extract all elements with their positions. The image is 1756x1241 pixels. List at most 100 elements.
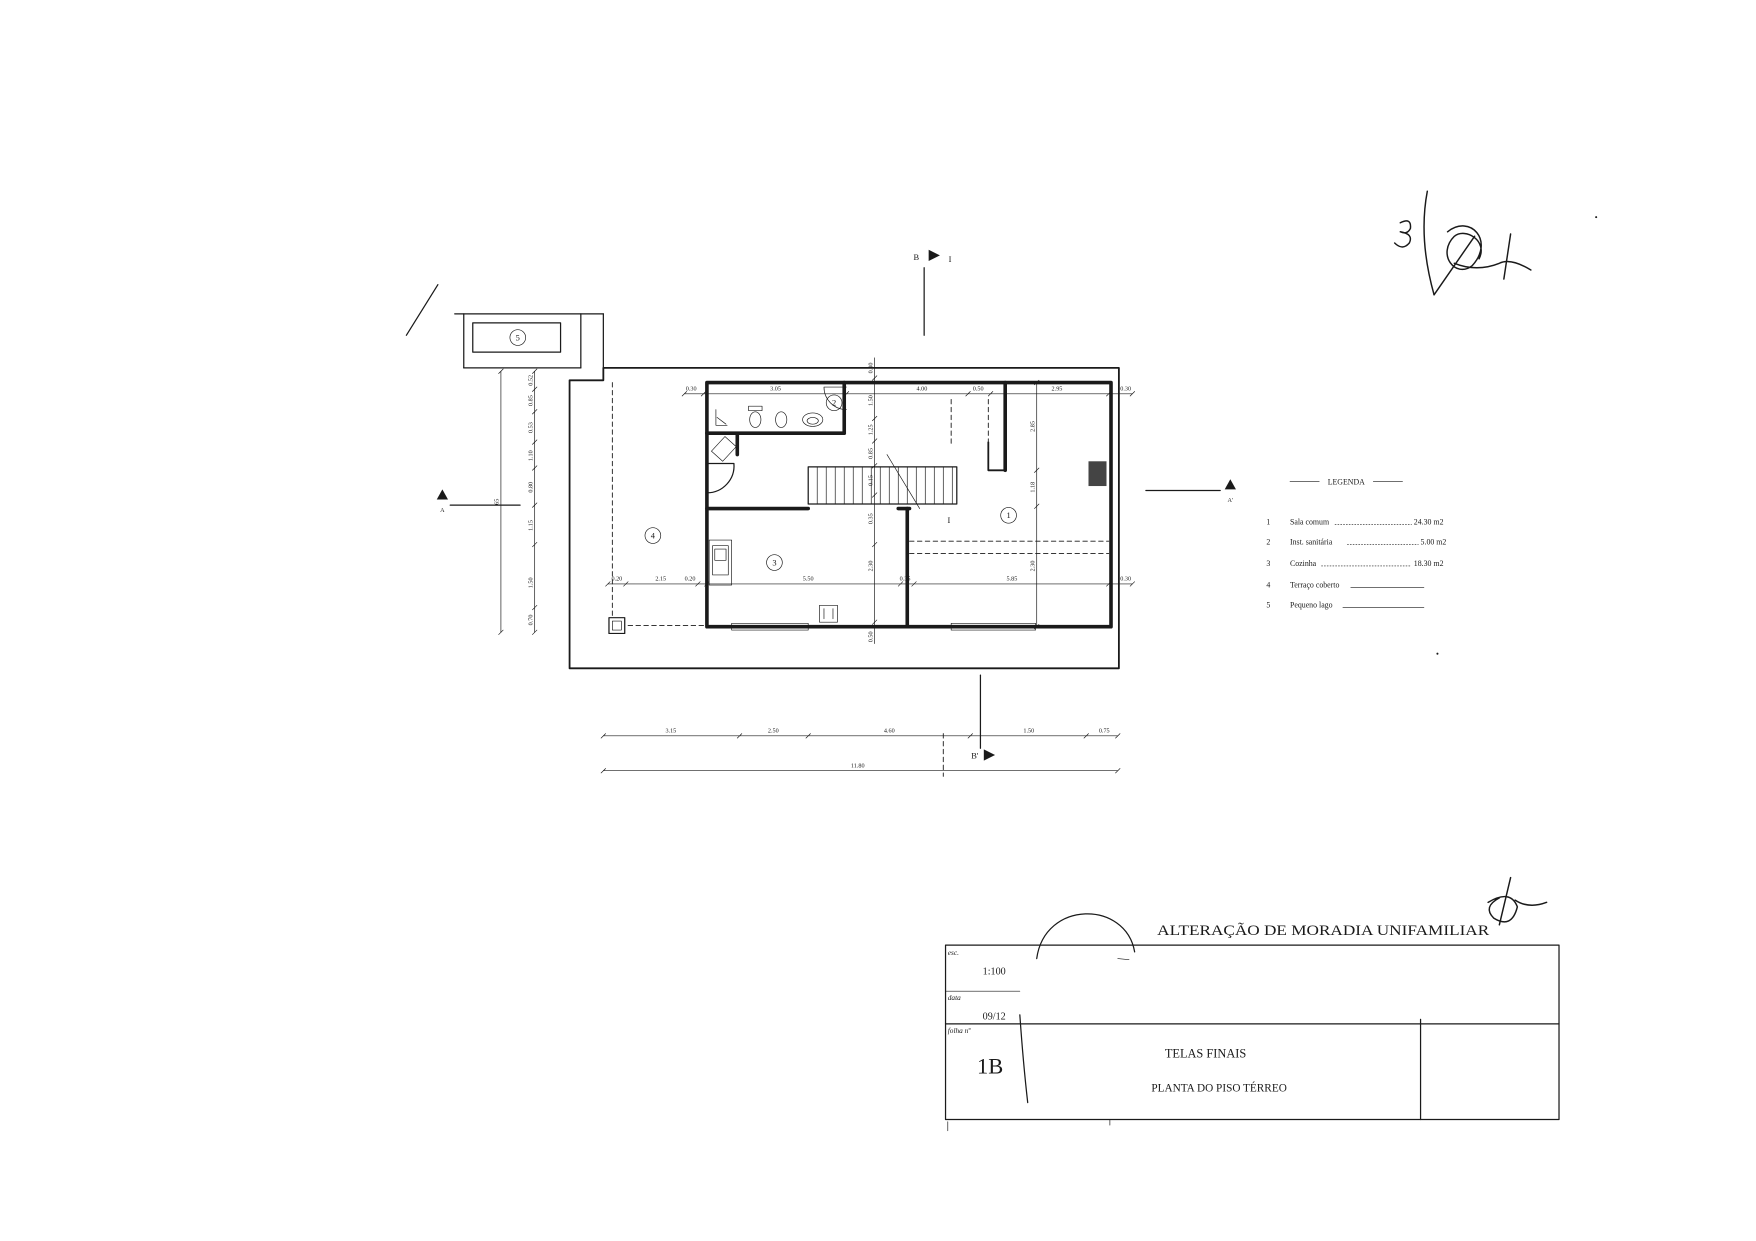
dimension-label: 1.50: [1023, 727, 1034, 734]
dimension-label: 0.20: [611, 576, 622, 583]
section-label-b-prime: B': [971, 750, 979, 760]
dimension-label: 2.95: [1052, 385, 1063, 392]
section-label-b-side: I: [949, 254, 952, 264]
title-arc-tick: [1117, 958, 1130, 961]
legend-item-name: Sala comum: [1290, 517, 1329, 526]
dimension-label: 0.20: [685, 576, 696, 583]
title-arc: [1036, 913, 1136, 960]
title-block-frame: [944, 944, 1560, 1121]
dimension-label: 2.50: [768, 727, 779, 734]
dimension-outer-left: 65: [494, 368, 504, 635]
legend-item-name: Pequeno lago: [1290, 601, 1333, 610]
room-tag-1: 1: [1006, 510, 1010, 520]
kitchen-window: [731, 622, 809, 631]
date-label: data: [948, 993, 961, 1002]
project-title: ALTERAÇÃO DE MORADIA UNIFAMILIAR: [1157, 922, 1490, 939]
sheet-number: 1B: [977, 1053, 1003, 1078]
living-room: 1: [909, 461, 1110, 631]
dimension-label: 65: [494, 499, 501, 505]
dimension-label: 0.50: [867, 631, 874, 642]
room-tag-5: 5: [516, 332, 520, 342]
section-arrow-icon: [1224, 479, 1236, 490]
dimension-label: 0.30: [1120, 576, 1131, 583]
washing-machine-icon: [711, 436, 737, 462]
stair-cut-line: [886, 454, 920, 509]
legend-item-name: Inst. sanitária: [1290, 538, 1333, 547]
shower-icon: [715, 409, 728, 426]
room-tag-circle: [1000, 507, 1017, 524]
scale-label: esc.: [948, 948, 959, 957]
stair-mark: I: [948, 515, 951, 525]
signature-stroke: [1503, 233, 1512, 280]
dimension-bottom-row: 3.15 2.50 4.60 1.50 0.75: [600, 727, 1121, 739]
section-marker-a: A: [436, 489, 521, 514]
toilet-icon: [749, 411, 762, 428]
dimension-label: 2.85: [1029, 421, 1036, 432]
pond-basin: [472, 322, 562, 353]
hall: [706, 436, 737, 494]
dimension-ticks: [600, 733, 1121, 739]
signature-title: [1487, 876, 1548, 926]
section-label-a: A: [440, 507, 445, 514]
section-marker-a-prime: A': [1145, 479, 1236, 504]
terrace-column-core: [612, 620, 622, 631]
dimension-label: 0.50: [973, 385, 984, 392]
legend-item-number: 3: [1266, 559, 1270, 568]
bathroom-door-swing: [823, 386, 847, 410]
title-arc-lower: [1019, 1014, 1029, 1104]
signature-stroke: [1433, 235, 1476, 296]
dimension-label: 3.05: [770, 385, 781, 392]
toilet-tank-icon: [748, 405, 763, 412]
section-arrow-icon: [983, 749, 996, 761]
sink-icon: [712, 545, 729, 576]
kitchen: 3: [708, 539, 838, 631]
dimension-label: 0.80: [527, 482, 534, 493]
scan-speck: [1595, 216, 1598, 219]
section-label-a-prime: A': [1228, 497, 1234, 504]
stair-landing-wall: [987, 441, 1007, 472]
dimension-top-row: 0.30 3.05 4.00 0.50 2.95 0.30: [681, 385, 1135, 397]
signature-stroke: [1393, 220, 1412, 248]
section-arrow-icon: [436, 489, 449, 500]
room-tag-4: 4: [651, 530, 656, 540]
building-outline: [568, 367, 1120, 670]
dimension-label: 4.00: [916, 385, 927, 392]
bathroom: 2: [715, 386, 847, 428]
sheet-label: folha nº: [948, 1026, 971, 1035]
dimension-label: 1.10: [527, 450, 534, 461]
dimension-ticks: [681, 391, 1135, 397]
site-boundary-line: [405, 284, 439, 336]
legend-item-number: 5: [1266, 601, 1270, 610]
dimension-label: 0.15: [867, 475, 874, 486]
section-label-b: B: [913, 252, 919, 262]
scan-speck: [1436, 652, 1439, 655]
legend-item-number: 4: [1266, 580, 1270, 589]
dimension-label: 0.70: [527, 615, 534, 626]
dimension-label: 3.15: [665, 727, 676, 734]
dimension-right-column: 2.85 1.18 2.30: [1029, 379, 1040, 630]
dimension-overall: 11.80: [600, 733, 1121, 777]
dimension-middle-row: 0.20 2.15 0.20 5.50 0.35 5.85 0.30: [605, 576, 1135, 587]
section-arrow-icon: [928, 249, 940, 262]
room-tag-circle: [825, 394, 843, 412]
fireplace-icon: [1088, 461, 1107, 487]
stove-icon: [819, 604, 838, 623]
drawing-subheading: PLANTA DO PISO TÉRREO: [1151, 1082, 1287, 1094]
signature-stroke: [1423, 190, 1435, 296]
legend-item-name: Terraço coberto: [1290, 580, 1339, 589]
dimension-label: 1.25: [867, 424, 874, 435]
dimension-label: 0.53: [527, 422, 534, 433]
dimension-label: 11.80: [851, 762, 865, 769]
date-value: 09/12: [983, 1011, 1006, 1022]
dimension-label: 0.30: [1120, 385, 1131, 392]
dimension-ticks: [600, 768, 1121, 774]
dimension-ticks: [605, 581, 1135, 587]
dimension-ticks: [872, 375, 878, 625]
dimension-label: 0.30: [686, 385, 697, 392]
house-walls: [705, 380, 1113, 629]
section-marker-b-prime: B': [971, 674, 996, 761]
dimension-label: 0.75: [1099, 727, 1110, 734]
signature-stroke: [1453, 260, 1532, 271]
kitchen-counter: [708, 539, 733, 586]
